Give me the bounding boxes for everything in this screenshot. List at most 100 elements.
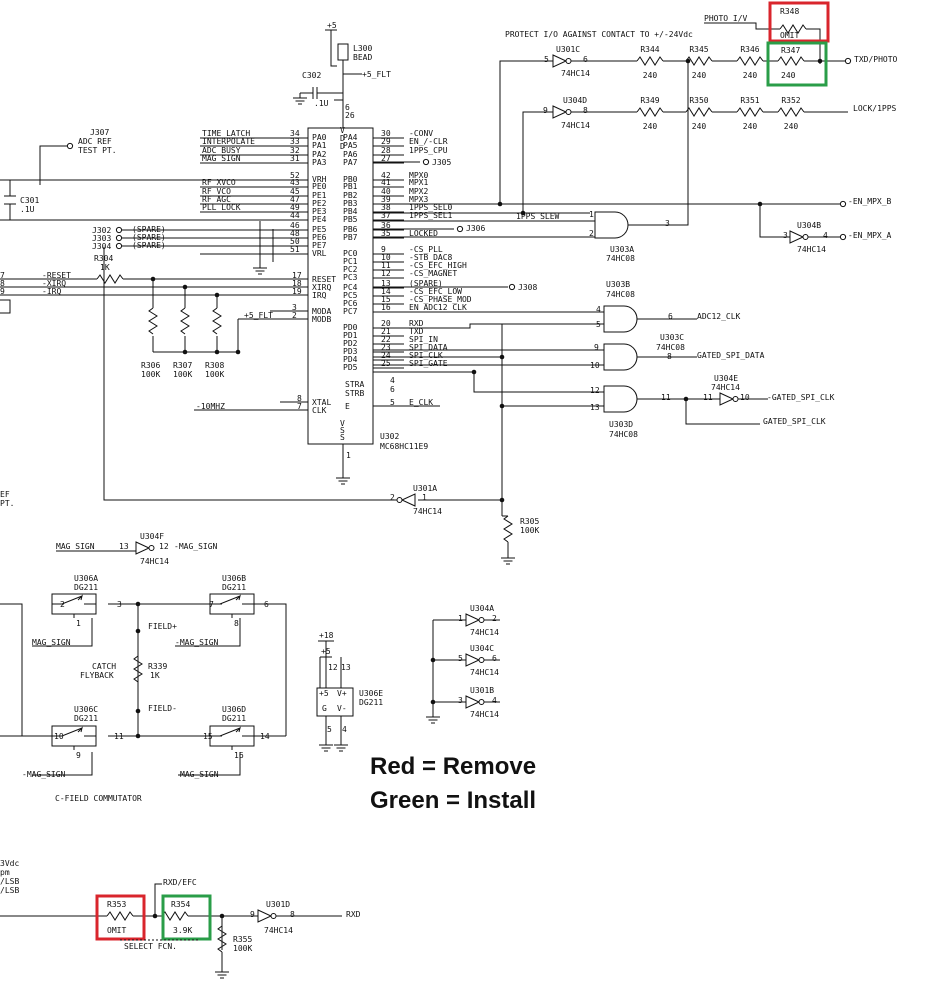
mcu-left2-sig-0: -RESET: [42, 271, 71, 280]
resistor-label-r351: R351: [740, 96, 759, 105]
u304e-pin-in: 11: [703, 393, 713, 402]
u304d-part: 74HC14: [561, 121, 590, 130]
u306e-18v: +18: [319, 631, 334, 640]
u306e-vminus: V-: [337, 704, 347, 713]
r347-value: 240: [781, 71, 796, 80]
en-mpx-b-label: -EN_MPX_B: [848, 197, 892, 206]
rxd-label: RXD: [346, 910, 361, 919]
spare-inv-in-0: 1: [458, 614, 463, 623]
legend-remove: Red = Remove: [370, 753, 536, 780]
pullup-label-2: R308: [205, 361, 224, 370]
u303d-out: 11: [661, 393, 671, 402]
u303d-part: 74HC08: [609, 430, 638, 439]
mcu-right-num-2: 28: [381, 146, 391, 155]
resistor-value-r344: 240: [643, 71, 658, 80]
mcu-left3-pin-0: XTAL: [312, 398, 331, 407]
mcu-right-pin-16: PC4: [343, 283, 358, 292]
u303a-in1: 1: [589, 210, 594, 219]
install-highlight-r347: [766, 41, 828, 87]
spare-label-2: (SPARE): [132, 241, 166, 250]
mcu-left3-num-1: 7: [297, 402, 302, 411]
photo-io-label: PHOTO_I/V: [704, 14, 748, 23]
mcu-left-pin-4: VRH: [312, 175, 327, 184]
spare-inv-part-1: 74HC14: [470, 668, 499, 677]
plus5-flt-label: +5_FLT: [362, 70, 391, 79]
resistor-value-r346: 240: [743, 71, 758, 80]
u306b-ctl-sig: -MAG_SIGN: [175, 638, 219, 647]
u306c-ctl-pin: 9: [76, 751, 81, 760]
r305-label: R305: [520, 517, 539, 526]
mcu-right-pin-25: PD5: [343, 363, 358, 372]
u301c-pin-in: 5: [544, 55, 549, 64]
mcu-left2-num-1: 18: [292, 279, 302, 288]
c301-value: .1U: [20, 205, 35, 214]
j306-label: J306: [466, 224, 485, 233]
u306e-label: U306E: [359, 689, 383, 698]
mcu-right-pin-17: PC5: [343, 291, 358, 300]
u304e-pin-out: 10: [740, 393, 750, 402]
c302-label: C302: [302, 71, 321, 80]
u306e-pin13: 13: [341, 663, 351, 672]
j305-label: J305: [432, 158, 451, 167]
mcu-left2-pin-1: XIRQ: [312, 283, 331, 292]
lock-1pps-label: LOCK/1PPS: [853, 104, 897, 113]
u303d-in2: 13: [590, 403, 600, 412]
install-highlight-r354: [161, 894, 212, 941]
mcu-left-sig-1: INTERPOLATE: [202, 137, 255, 146]
mcu-left-pin-9: PE4: [312, 215, 327, 224]
mcu-right-pin-3: PA7: [343, 158, 358, 167]
spare-jack-2: J304: [92, 242, 111, 251]
resistor-value-r350: 240: [692, 122, 707, 131]
mcu-right-pin-6: PB2: [343, 191, 358, 200]
u303c-label: U303C: [660, 333, 684, 342]
mcu-right-pin-2: PA6: [343, 150, 358, 159]
bottom-left-text-0: 3Vdc: [0, 859, 19, 868]
j307-label: J307: [90, 128, 109, 137]
mcu-right-num-3: 27: [381, 154, 391, 163]
u306c-part: DG211: [74, 714, 98, 723]
pullup-label-0: R306: [141, 361, 160, 370]
c301-label: C301: [20, 196, 39, 205]
u304e-part: 74HC14: [711, 383, 740, 392]
resistor-label-r344: R344: [640, 45, 659, 54]
mcu-right-sig-15: -CS_MAGNET: [409, 269, 457, 278]
pt-label: PT.: [0, 499, 14, 508]
mcu-right-num-7: 39: [381, 195, 391, 204]
adc12-clk-label: ADC12_CLK: [697, 312, 741, 321]
r304-value: 1K: [100, 263, 110, 272]
u301a-pin-in: 1: [422, 493, 427, 502]
mcu-left-num-9: 44: [290, 211, 300, 220]
spare-inv-out-0: 2: [492, 614, 497, 623]
u304d-label: U304D: [563, 96, 587, 105]
mcu-vss2: S: [340, 426, 345, 435]
mcu-left-num-13: 51: [290, 245, 300, 254]
mcu-right-pin-22: PD2: [343, 339, 358, 348]
mcu-right-sig-22: SPI_IN: [409, 335, 438, 344]
spare-jack-0: J302: [92, 226, 111, 235]
resistor-value-r349: 240: [643, 122, 658, 131]
u306c-label: U306C: [74, 705, 98, 714]
u304e-label: U304E: [714, 374, 738, 383]
u306e-g: G: [322, 704, 327, 713]
mcu-right-num-4: 42: [381, 171, 391, 180]
bead-label: BEAD: [353, 53, 372, 62]
mcu-left2-num-4: 2: [292, 311, 297, 320]
mcu-left-num-1: 33: [290, 137, 300, 146]
j307-l1: ADC REF: [78, 137, 112, 146]
mcu-right2-pin-2: E: [345, 402, 350, 411]
u306d-ctl-sig: MAG_SIGN: [180, 770, 219, 779]
mcu-left-pin-1: PA1: [312, 141, 327, 150]
field-minus-label: FIELD-: [148, 704, 177, 713]
u306e-body: [316, 687, 354, 717]
mcu-left-pin-7: PE2: [312, 199, 327, 208]
u306b-part: DG211: [222, 583, 246, 592]
mcu-right-sig-6: MPX2: [409, 187, 428, 196]
pullup-value-2: 100K: [205, 370, 224, 379]
mcu-right-sig-20: RXD: [409, 319, 424, 328]
r339-label: R339: [148, 662, 167, 671]
mcu-right-num-16: 13: [381, 279, 391, 288]
mcu-right-num-20: 20: [381, 319, 391, 328]
mcu-vss3: S: [340, 433, 345, 442]
